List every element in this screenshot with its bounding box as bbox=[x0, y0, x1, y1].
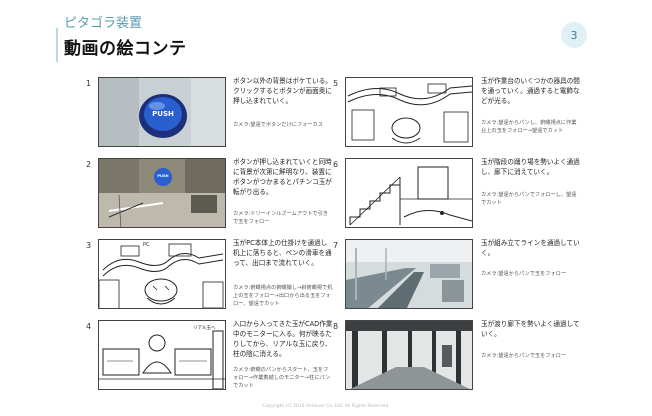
scene-2-camera-note: カメラ:ドリーインルズームアウトで引きで玉をフォロー bbox=[233, 211, 328, 225]
scene-number: 4 bbox=[86, 322, 92, 331]
device-photo bbox=[99, 159, 225, 227]
scene-1-camera-note: カメラ:望遠でボタンだけにフォーカス bbox=[233, 122, 323, 128]
sketch-label: リアル玉へ bbox=[193, 326, 216, 331]
scene-6-frame bbox=[345, 158, 473, 228]
scene-1-description: ボタン以外の背景はボケている。クリックするとボタンが画面奥に押し込まれていく。 bbox=[233, 77, 332, 105]
scene-7-description: 玉が組み立てラインを通過していく。 bbox=[481, 239, 580, 257]
scene-5-frame bbox=[345, 77, 473, 147]
scene-6-camera-note: カメラ:望遠からパンでフォローし、望遠でカット bbox=[481, 192, 577, 206]
scene-number: 1 bbox=[86, 79, 92, 88]
assembly-line-photo bbox=[346, 240, 472, 308]
scene-8-frame bbox=[345, 320, 473, 390]
scene-5-camera-note: カメラ:望遠からパンし、俯瞰視点に作業台上の玉をフォロー→望遠でカット bbox=[481, 120, 577, 134]
scene-1-frame: PUSH bbox=[98, 77, 226, 147]
staircase-sketch bbox=[349, 166, 472, 226]
scene-4-description: 入口から入ってきた玉がCAD作業中のモニターに入る。何が映るたりしてから、リアル… bbox=[233, 320, 333, 358]
scene-6-description: 玉が階段の踊り場を勢いよく通過し、廊下に消えていく。 bbox=[481, 158, 580, 176]
copyright-footer: Copyright (c) 2016 Unilever Co.,Ltd. All… bbox=[262, 404, 390, 409]
scene-number: 8 bbox=[333, 322, 339, 331]
corridor-photo bbox=[346, 321, 472, 389]
monitor-sketch bbox=[99, 330, 225, 389]
scene-number: 7 bbox=[333, 241, 339, 250]
push-button-photo bbox=[99, 78, 225, 146]
sketch-label: PC bbox=[143, 242, 150, 248]
scene-4-frame: リアル玉へ bbox=[98, 320, 226, 390]
scene-7-frame bbox=[345, 239, 473, 309]
scene-2-description: ボタンが押し込まれていくと同時に背景が次第に鮮明なり、装置にボタンがつかまるとパ… bbox=[233, 158, 332, 196]
scene-8-description: 玉が渡り廊下を勢いよく通過していく。 bbox=[481, 320, 580, 338]
scene-4-camera-note: カメラ:俯瞰のパンからスタート、玉をフォロー→作業着越しのモニター→柱にパンでカ… bbox=[233, 367, 331, 389]
scene-5-description: 玉が作業台のいくつかの器具の間を通っていく。通過すると電飾などが光る。 bbox=[481, 77, 580, 105]
section-kicker: ピタゴラ装置 bbox=[64, 16, 143, 31]
scene-3-camera-note: カメラ:俯瞰視点の俯瞰撮し→斜俯瞰視で机上の玉をフォロー→出口から出る玉をフォロ… bbox=[233, 285, 333, 307]
desk-sketch bbox=[99, 243, 224, 308]
scene-3-description: 玉がPC本体上の仕掛けを通過し机上に落ちると、ペンの滑車を通って、出口まで流れて… bbox=[233, 239, 332, 267]
scene-3-frame: PC bbox=[98, 239, 226, 309]
page-title: 動画の絵コンテ bbox=[64, 39, 187, 59]
title-accent-bar bbox=[56, 28, 58, 62]
page-number-badge: 3 bbox=[561, 22, 587, 48]
workbench-sketch bbox=[347, 83, 472, 144]
push-button-label: PUSH bbox=[157, 174, 169, 178]
scene-2-frame: PUSH bbox=[98, 158, 226, 228]
scene-number: 5 bbox=[333, 79, 339, 88]
scene-number: 2 bbox=[86, 160, 92, 169]
scene-7-camera-note: カメラ:望遠からパンで玉をフォロー bbox=[481, 271, 567, 277]
push-button-label: PUSH bbox=[152, 110, 174, 118]
scene-number: 3 bbox=[86, 241, 92, 250]
scene-8-camera-note: カメラ:望遠からパンで玉をフォロー bbox=[481, 353, 567, 359]
scene-number: 6 bbox=[333, 160, 339, 169]
